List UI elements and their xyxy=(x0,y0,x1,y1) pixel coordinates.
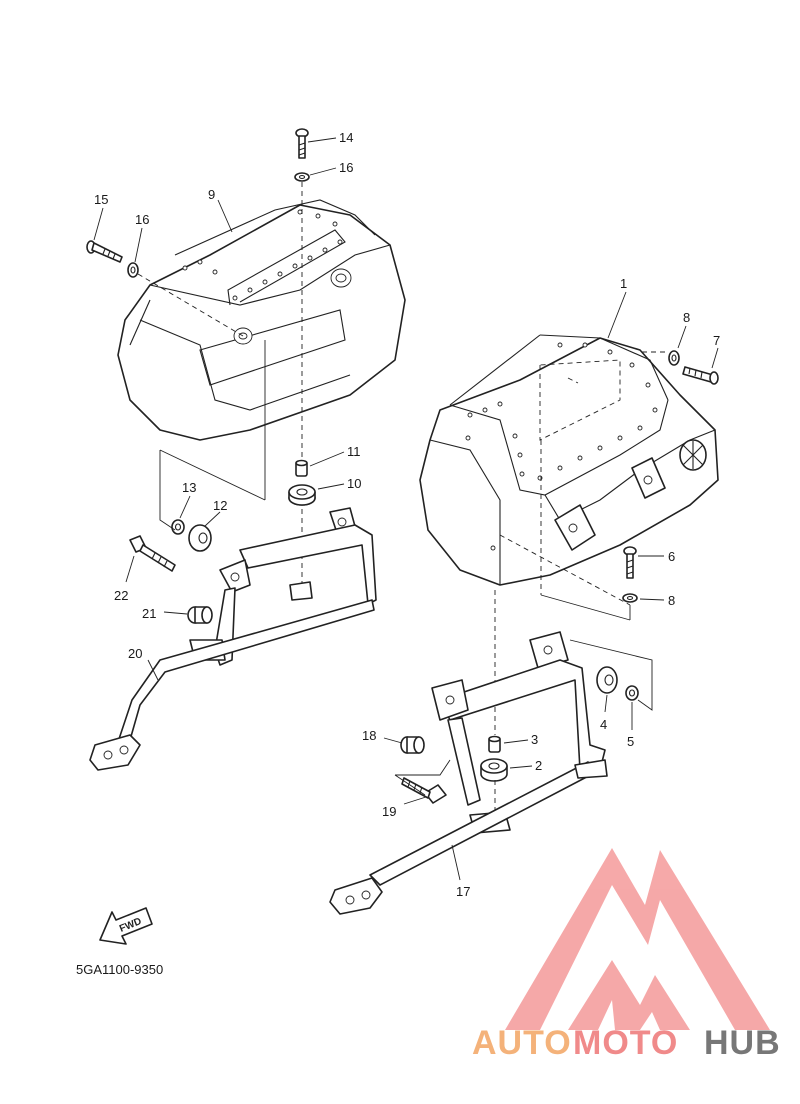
grommet-12 xyxy=(188,524,212,552)
drawing-code: 5GA1100-9350 xyxy=(76,962,163,977)
svg-text:16: 16 xyxy=(339,160,353,175)
callout-1: 1 xyxy=(607,276,627,339)
callout-12: 12 xyxy=(204,498,227,527)
callout-7: 7 xyxy=(711,333,720,369)
callout-15: 15 xyxy=(93,192,108,241)
callout-18: 18 xyxy=(362,728,403,744)
bolt-19 xyxy=(401,777,447,804)
nut-21 xyxy=(187,606,213,624)
svg-text:20: 20 xyxy=(128,646,142,661)
callout-11: 11 xyxy=(309,444,361,467)
buckle-left xyxy=(554,504,596,551)
stay-20 xyxy=(89,507,377,771)
callout-20: 20 xyxy=(128,646,159,681)
collar-13 xyxy=(171,519,185,535)
callout-16-side: 16 xyxy=(134,212,149,263)
svg-text:21: 21 xyxy=(142,606,156,621)
saddlebag-left xyxy=(117,199,406,441)
svg-text:19: 19 xyxy=(382,804,396,819)
callout-8-top: 8 xyxy=(677,310,690,349)
washer-16-side xyxy=(127,262,139,278)
svg-text:16: 16 xyxy=(135,212,149,227)
svg-text:8: 8 xyxy=(668,593,675,608)
svg-text:13: 13 xyxy=(182,480,196,495)
svg-text:AUTO: AUTO xyxy=(472,1024,572,1062)
stay-17 xyxy=(329,631,608,915)
svg-text:22: 22 xyxy=(114,588,128,603)
washer-8-top xyxy=(668,350,680,366)
nut-18 xyxy=(400,736,425,754)
washer-16-top xyxy=(294,172,310,182)
svg-text:5: 5 xyxy=(627,734,634,749)
callout-13: 13 xyxy=(179,480,196,519)
callout-17: 17 xyxy=(451,844,470,899)
callout-3: 3 xyxy=(503,732,538,747)
callout-2: 2 xyxy=(509,758,542,773)
callout-21: 21 xyxy=(142,606,188,621)
automotohub-logo xyxy=(505,848,770,1030)
callout-19: 19 xyxy=(382,796,427,819)
svg-text:9: 9 xyxy=(208,187,215,202)
callout-4: 4 xyxy=(600,694,608,732)
fwd-arrow-icon: FWD xyxy=(99,907,153,945)
svg-text:8: 8 xyxy=(683,310,690,325)
callout-6: 6 xyxy=(638,549,675,564)
left-bag-rivets xyxy=(182,209,343,301)
bolt-22 xyxy=(129,535,176,572)
svg-text:4: 4 xyxy=(600,717,607,732)
right-bag-rivets xyxy=(467,342,658,481)
collar-11 xyxy=(295,459,308,477)
svg-text:MOTO: MOTO xyxy=(573,1024,678,1062)
callout-8-bottom: 8 xyxy=(639,593,675,608)
svg-text:12: 12 xyxy=(213,498,227,513)
svg-text:18: 18 xyxy=(362,728,376,743)
svg-text:15: 15 xyxy=(94,192,108,207)
svg-text:3: 3 xyxy=(531,732,538,747)
buckle-right xyxy=(631,457,666,499)
svg-text:HUB: HUB xyxy=(704,1024,781,1062)
grommet-2 xyxy=(480,758,508,782)
callout-16-top: 16 xyxy=(309,160,353,176)
callout-22: 22 xyxy=(114,555,135,603)
svg-text:14: 14 xyxy=(339,130,353,145)
callout-14: 14 xyxy=(307,130,353,145)
collar-3 xyxy=(488,735,501,753)
grommet-4 xyxy=(596,666,618,694)
bolt-7 xyxy=(682,366,719,385)
bolt-15 xyxy=(86,240,123,263)
bolt-14 xyxy=(295,128,309,159)
svg-text:10: 10 xyxy=(347,476,361,491)
callout-9: 9 xyxy=(208,187,233,233)
callout-10: 10 xyxy=(317,476,361,491)
svg-text:11: 11 xyxy=(347,444,361,459)
svg-text:2: 2 xyxy=(535,758,542,773)
washer-8-bottom xyxy=(622,593,638,603)
svg-text:7: 7 xyxy=(713,333,720,348)
svg-text:6: 6 xyxy=(668,549,675,564)
saddlebag-right xyxy=(419,334,719,586)
automotohub-wordmark: AUTO MOTO HUB xyxy=(472,1024,781,1062)
reflector xyxy=(679,439,707,471)
bolt-6 xyxy=(623,546,637,579)
collar-5 xyxy=(625,685,639,701)
svg-text:1: 1 xyxy=(620,276,627,291)
svg-text:17: 17 xyxy=(456,884,470,899)
grommet-10 xyxy=(288,484,316,506)
callout-5: 5 xyxy=(627,702,634,749)
